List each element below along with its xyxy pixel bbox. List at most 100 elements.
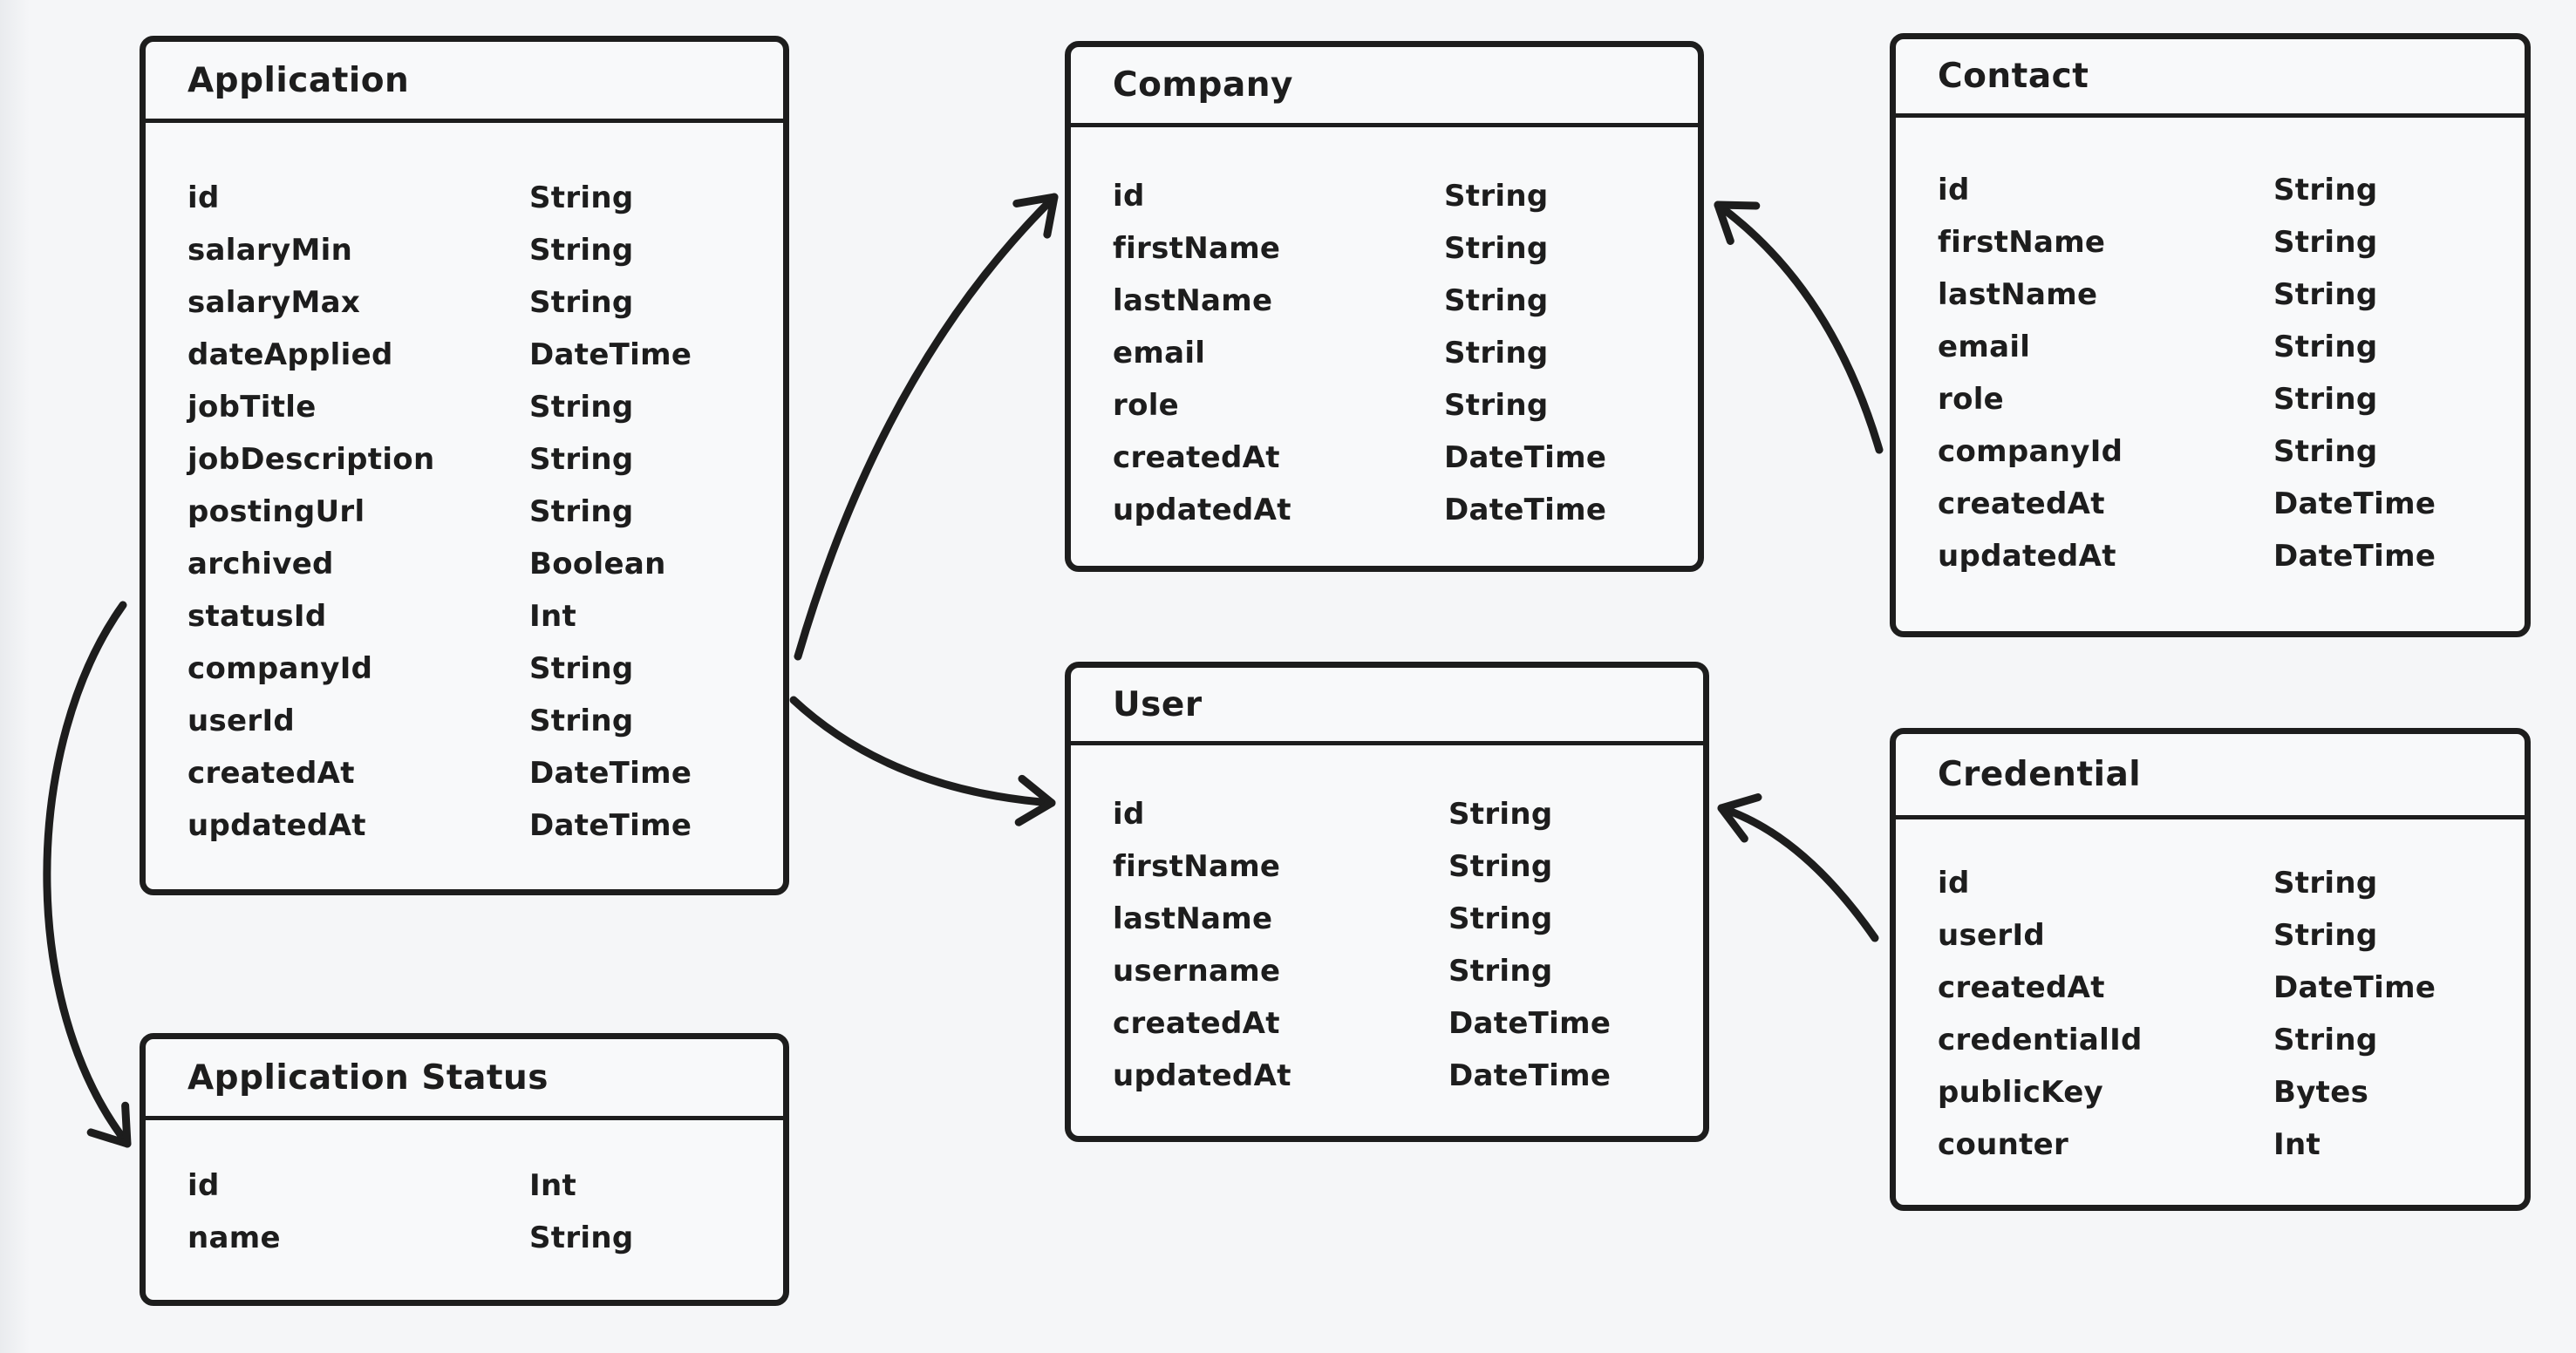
field-type: DateTime [529,337,692,372]
entity-credential[interactable]: Credential id String userId String creat… [1890,728,2531,1211]
field-name: userId [187,704,296,738]
field-name: name [187,1220,281,1255]
field-row: role String [1071,379,1698,432]
field-type: DateTime [529,808,692,843]
field-row: salaryMin String [146,224,783,276]
field-type: String [529,285,634,320]
field-row: createdAt DateTime [1896,962,2525,1014]
field-row: archived Boolean [146,538,783,590]
field-type: String [1444,283,1549,318]
field-row: firstName String [1071,840,1703,893]
field-row: jobTitle String [146,381,783,433]
field-type: String [1448,849,1553,884]
arrow-application-to-company[interactable] [794,193,1059,661]
field-row: updatedAt DateTime [1071,484,1698,536]
field-type: String [529,651,634,686]
entity-title: Application Status [146,1039,783,1120]
entity-title: User [1071,668,1703,745]
field-name: lastName [1113,283,1273,318]
entity-title: Company [1071,47,1698,127]
entity-company[interactable]: Company id String firstName String lastN… [1065,41,1704,572]
field-list: id String salaryMin String salaryMax Str… [146,123,783,852]
field-type: DateTime [1448,1058,1612,1093]
field-type: DateTime [2273,970,2436,1005]
field-type: String [2273,866,2378,901]
field-type: DateTime [1444,440,1607,475]
field-row: name String [146,1212,783,1264]
field-type: Boolean [529,547,666,581]
field-row: createdAt DateTime [146,747,783,799]
field-row: id String [146,172,783,224]
field-type: DateTime [529,756,692,791]
field-row: postingUrl String [146,486,783,538]
field-type: String [529,180,634,215]
field-type: String [2273,434,2378,469]
field-row: credentialId String [1896,1014,2525,1066]
field-type: String [1444,231,1549,266]
field-row: email String [1896,321,2525,373]
field-row: salaryMax String [146,276,783,329]
entity-title: Application [146,42,783,123]
field-type: DateTime [1448,1006,1612,1041]
field-name: updatedAt [1113,493,1291,527]
field-row: lastName String [1896,269,2525,321]
field-row: id String [1896,164,2525,216]
field-name: counter [1938,1127,2069,1162]
field-row: counter Int [1896,1118,2525,1171]
field-type: String [2273,330,2378,364]
field-type: DateTime [2273,486,2436,521]
field-type: String [1444,179,1549,214]
field-type: String [2273,225,2378,260]
field-name: createdAt [1113,440,1280,475]
field-type: Int [2273,1127,2321,1162]
field-list: id String firstName String lastName Stri… [1071,745,1703,1102]
field-name: createdAt [1938,970,2105,1005]
field-type: DateTime [2273,539,2436,574]
field-row: updatedAt DateTime [1896,530,2525,582]
field-name: id [187,180,220,215]
field-type: String [529,390,634,425]
entity-user[interactable]: User id String firstName String lastName… [1065,662,1709,1142]
field-row: publicKey Bytes [1896,1066,2525,1118]
field-row: companyId String [1896,425,2525,478]
field-type: String [1444,388,1549,423]
field-type: String [2273,918,2378,953]
field-row: lastName String [1071,893,1703,945]
field-type: String [2273,277,2378,312]
field-type: String [2273,173,2378,207]
field-row: userId String [1896,909,2525,962]
field-name: updatedAt [1113,1058,1291,1093]
field-name: createdAt [1938,486,2105,521]
field-type: DateTime [1444,493,1607,527]
field-row: firstName String [1071,222,1698,275]
field-name: role [1113,388,1180,423]
field-type: String [1444,336,1549,371]
field-name: jobTitle [187,390,317,425]
arrow-application-to-user[interactable] [789,696,1056,826]
field-row: role String [1896,373,2525,425]
field-type: String [529,442,634,477]
field-row: username String [1071,945,1703,997]
field-row: id Int [146,1159,783,1212]
field-type: String [1448,901,1553,936]
field-name: id [1113,797,1145,832]
field-type: String [2273,382,2378,417]
arrow-application-to-application-status[interactable] [43,601,132,1148]
field-row: dateApplied DateTime [146,329,783,381]
field-row: id String [1071,788,1703,840]
field-type: Int [529,599,577,634]
field-type: String [1448,954,1553,989]
field-row: email String [1071,327,1698,379]
arrow-credential-to-user[interactable] [1717,793,1879,942]
field-type: String [2273,1023,2378,1057]
field-row: userId String [146,695,783,747]
field-name: companyId [187,651,373,686]
field-row: statusId Int [146,590,783,643]
field-name: firstName [1938,225,2106,260]
field-row: createdAt DateTime [1071,997,1703,1050]
field-type: String [529,704,634,738]
entity-contact[interactable]: Contact id String firstName String lastN… [1890,33,2531,637]
arrow-contact-to-company[interactable] [1714,201,1884,454]
entity-application-status[interactable]: Application Status id Int name String [140,1033,789,1306]
entity-application[interactable]: Application id String salaryMin String s… [140,36,789,895]
